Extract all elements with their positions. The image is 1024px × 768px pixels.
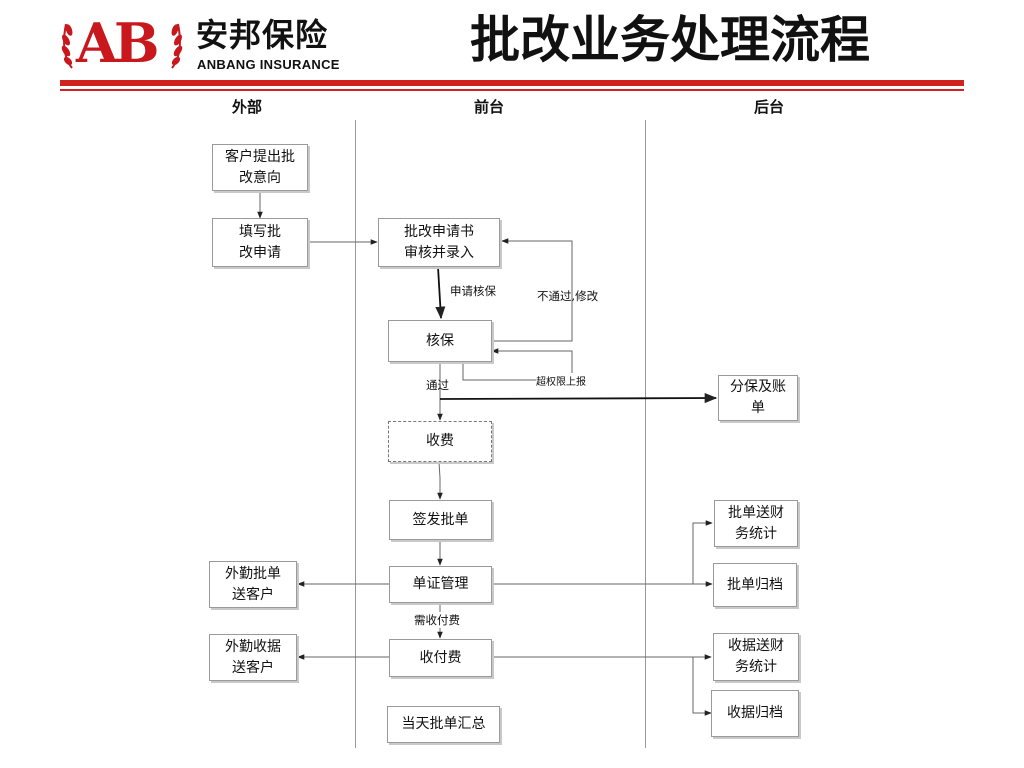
node-receipt-to-finance: 收据送财 务统计	[713, 633, 799, 681]
edge-label-exceed-authority: 超权限上报	[536, 373, 586, 388]
node-underwriting: 核保	[388, 320, 492, 362]
node-reinsurance-billing: 分保及账 单	[718, 375, 798, 421]
logo-letters: AB	[76, 11, 160, 75]
node-payment: 收付费	[389, 639, 492, 677]
node-document-management: 单证管理	[389, 566, 492, 603]
edge-label-apply-underwriting: 申请核保	[450, 284, 496, 298]
node-endorsement-archive: 批单归档	[713, 563, 797, 607]
lane-divider-2	[645, 120, 646, 748]
edge-label-needs-payment: 需收付费	[414, 612, 460, 628]
lane-header-external: 外部	[232, 98, 263, 116]
node-daily-summary: 当天批单汇总	[387, 706, 500, 743]
wheat-right-icon	[171, 23, 183, 69]
page-title: 批改业务处理流程	[470, 10, 870, 69]
node-customer-request: 客户提出批 改意向	[212, 144, 308, 191]
node-field-deliver-receipt: 外勤收据 送客户	[209, 634, 297, 681]
node-review-entry: 批改申请书 审核并录入	[378, 218, 500, 267]
node-receipt-archive: 收据归档	[711, 690, 799, 737]
wheat-left-icon	[61, 23, 73, 69]
lane-header-front: 前台	[474, 98, 505, 116]
logo-chinese-name: 安邦保险	[196, 16, 329, 54]
node-issue-endorsement: 签发批单	[389, 500, 492, 540]
logo-english-name: ANBANG INSURANCE	[197, 57, 340, 72]
node-endorsement-to-finance: 批单送财 务统计	[714, 500, 798, 547]
node-fill-application: 填写批 改申请	[212, 218, 308, 267]
anbang-logo: AB 安邦保险 ANBANG INSURANCE	[60, 11, 360, 76]
header-divider	[60, 80, 964, 86]
edge-label-passed: 通过	[426, 378, 449, 392]
node-field-deliver-endorsement: 外勤批单 送客户	[209, 561, 297, 608]
edge-label-rejected-modify: 不通过,修改	[537, 289, 599, 303]
ab-logo-mark: AB	[60, 11, 184, 76]
header-divider-thin	[60, 89, 964, 91]
lane-divider-1	[355, 120, 356, 748]
node-premium-collection: 收费	[388, 421, 492, 462]
lane-header-back: 后台	[754, 98, 785, 116]
